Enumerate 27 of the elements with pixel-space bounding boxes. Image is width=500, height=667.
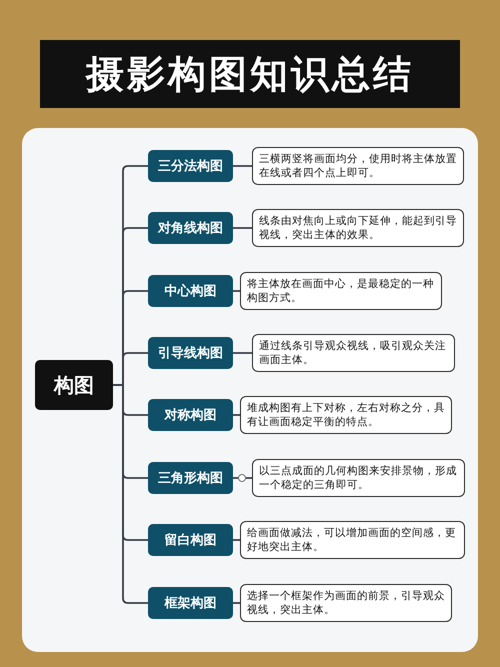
topic-box: 三分法构图 xyxy=(148,150,233,182)
note-box: 堆成构图有上下对称，左右对称之分，具有让画面稳定平衡的特点。 xyxy=(240,396,452,434)
topic-box: 三角形构图 xyxy=(148,462,233,494)
connector-line xyxy=(233,352,252,354)
connector-line xyxy=(233,477,252,479)
topic-box: 中心构图 xyxy=(148,275,233,307)
note-box: 以三点成面的几何构图来安排景物，形成一个稳定的三角即可。 xyxy=(252,459,465,497)
note-box: 将主体放在画面中心，是最稳定的一种构图方式。 xyxy=(240,272,442,310)
connector-line xyxy=(233,602,240,604)
topic-box: 留白构图 xyxy=(148,524,233,556)
note-box: 选择一个框架作为画面的前景，引导观众视线，突出主体。 xyxy=(240,584,452,622)
connector-line xyxy=(233,290,240,292)
topic-box: 对称构图 xyxy=(148,399,233,431)
connector-line xyxy=(233,165,252,167)
note-box: 通过线条引导观众视线，吸引观众关注画面主体。 xyxy=(252,334,455,372)
root-box: 构图 xyxy=(35,360,113,410)
title-banner: 摄影构图知识总结 xyxy=(40,40,460,108)
note-box: 线条由对焦向上或向下延伸，能起到引导视线，突出主体的效果。 xyxy=(252,209,464,247)
topic-box: 对角线构图 xyxy=(148,212,233,244)
connector-line xyxy=(233,227,252,229)
topic-box: 框架构图 xyxy=(148,587,233,619)
connector-line xyxy=(233,414,240,416)
connector-line xyxy=(113,384,148,604)
connector-line xyxy=(233,539,240,541)
note-box: 给画面做减法，可以增加画面的空间感，更好地突出主体。 xyxy=(240,521,465,559)
topic-box: 引导线构图 xyxy=(148,337,233,369)
note-box: 三横两竖将画面均分，使用时将主体放置在线或者四个点上即可。 xyxy=(252,147,464,185)
